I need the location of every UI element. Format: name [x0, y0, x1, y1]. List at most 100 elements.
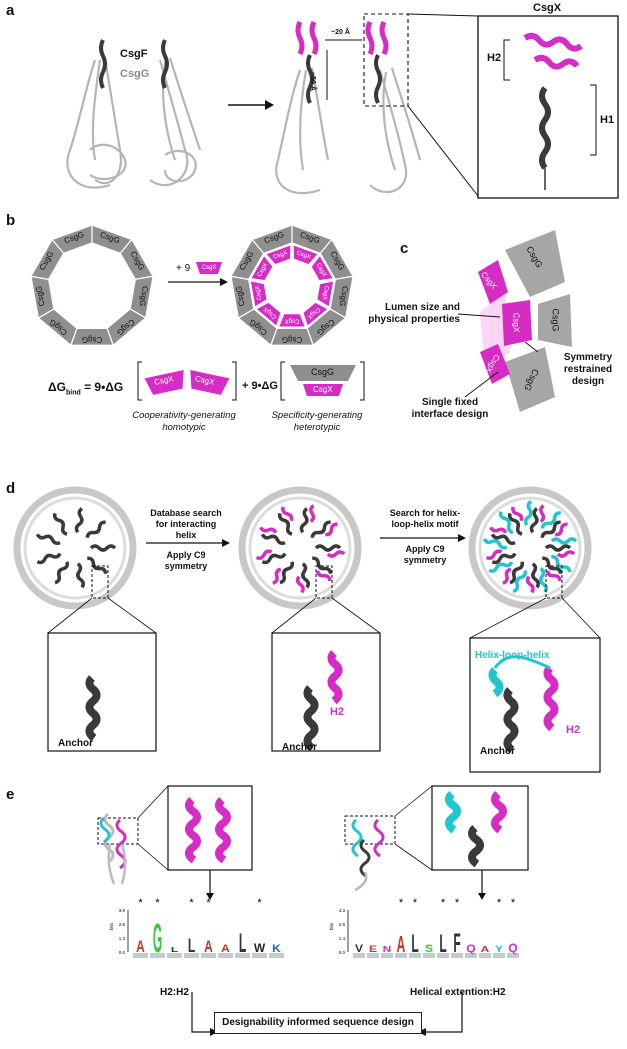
selection-box [363, 13, 409, 107]
pore-ring [238, 486, 362, 610]
h2-label-a: H2 [487, 52, 502, 64]
logo-letter: A [136, 938, 145, 956]
designability-box: Designability informed sequence design [214, 1012, 422, 1034]
conservation-star: * [413, 897, 418, 909]
helix-unit [35, 533, 61, 546]
csgx-segment [302, 301, 329, 327]
logo-base [507, 953, 519, 958]
csgf-helices-right [306, 54, 382, 104]
logo-letter: L [439, 930, 446, 958]
anchor-label-2: Anchor [282, 742, 317, 753]
logo-letter: A [221, 943, 230, 954]
equation-brackets [137, 361, 365, 401]
panel-c-diagram [457, 230, 572, 412]
conservation-star: * [206, 897, 211, 909]
csgg-structure-right [275, 67, 422, 195]
panel-d-rings [13, 486, 601, 773]
zoom-source [344, 815, 396, 845]
helix-unit [36, 552, 62, 565]
logo-base [395, 953, 407, 958]
logo-letter: F [453, 929, 460, 959]
csgx-segment-label: CsgX [255, 285, 263, 300]
csgx-segment [255, 301, 282, 327]
logo-letter: A [481, 946, 490, 955]
zoom-source [545, 565, 563, 599]
csgg-segment-label: CsgG [137, 285, 149, 307]
csgg-segment-label: CsgG [337, 285, 349, 307]
csgg-segment-label: CsgG [34, 285, 46, 307]
eq-lhs: ΔGbind = 9•ΔG [48, 380, 124, 397]
zoom-box [47, 632, 157, 752]
helix [99, 816, 111, 844]
helix [351, 818, 363, 858]
csgx-token: CsgX [196, 262, 222, 274]
panel-a: a [0, 0, 627, 205]
distance-horizontal: ~20 Å [331, 29, 350, 36]
helix-unit [498, 506, 524, 536]
helix-unit [310, 520, 338, 538]
logo-letter: K [272, 943, 281, 954]
helix-unit [85, 520, 106, 538]
panel-a-illustration [66, 13, 619, 199]
logo-letter: V [355, 943, 363, 954]
helix [373, 818, 385, 858]
flow-line-right [424, 992, 463, 1033]
csgx-segment-label: CsgX [285, 318, 300, 324]
csgx-title: CsgX [533, 2, 562, 14]
panel-e-label: e [6, 786, 15, 803]
csgx-segment [316, 280, 335, 308]
logo-base [235, 953, 250, 958]
logo-base [423, 953, 435, 958]
logo-base [252, 953, 267, 958]
helix [445, 790, 461, 834]
csgx-helices-right [295, 20, 389, 56]
helix-unit [525, 562, 548, 594]
ring-arrow-head [220, 278, 228, 286]
logo-base [167, 953, 182, 958]
helix [185, 796, 201, 864]
csgx-segment [265, 244, 292, 265]
flow-line-left [191, 992, 212, 1033]
h2-label-d1: H2 [330, 706, 345, 718]
panel-d-label: d [6, 480, 16, 497]
zoom-box-e1 [167, 785, 253, 871]
logo-base [465, 953, 477, 958]
logo-tick: 0.0 [119, 950, 126, 955]
logo-letter: L [188, 936, 195, 956]
helix-unit [54, 561, 70, 585]
helix [488, 667, 504, 698]
logo-tick: 2.9 [339, 922, 346, 927]
helix [491, 790, 507, 834]
anchor-label-3: Anchor [480, 746, 515, 757]
logo-letter: L [239, 929, 246, 959]
logo-letter: L [411, 930, 418, 958]
logo-tick: 0.0 [339, 950, 346, 955]
logo-base [437, 953, 449, 958]
logo-base [184, 953, 199, 958]
helix-unit [272, 561, 295, 585]
helix-unit [502, 561, 528, 594]
helix [327, 650, 343, 705]
logo-base [353, 953, 365, 958]
pore-inner-ring [23, 496, 127, 600]
csgx-segment-label: CsgX [296, 250, 312, 261]
helix-unit [87, 556, 108, 574]
helix-unit [277, 506, 294, 536]
helix-unit [76, 562, 86, 589]
logo-tick: 1.3 [119, 936, 126, 941]
panel-b-label: b [6, 212, 16, 229]
logo-tick: 2.6 [119, 922, 126, 927]
logo2-caption: Helical extention:H2 [410, 987, 506, 998]
logo-tick: 3.9 [119, 908, 126, 913]
panel-c: c CsgG CsgG CsgG CsgX CsgX CsgX Lumen si… [368, 212, 627, 462]
logo-base [269, 953, 284, 958]
helix-unit [89, 544, 117, 552]
logo-tick: 4.3 [339, 908, 346, 913]
